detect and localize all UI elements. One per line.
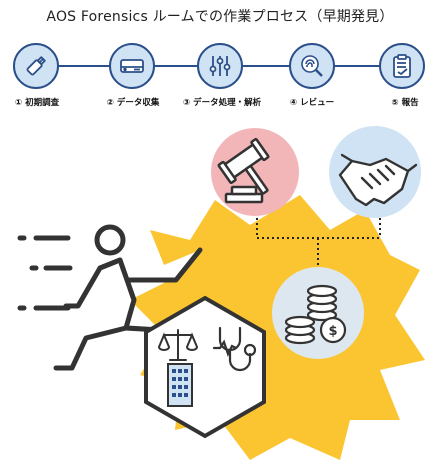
step-2-circle [109, 43, 155, 89]
svg-text:$: $ [328, 324, 337, 339]
step-5-label: ⑤ 報告 [391, 98, 419, 108]
step-3-circle [197, 43, 243, 89]
step-1-label: ① 初期調査 [14, 98, 60, 108]
step-4-circle [289, 43, 335, 89]
illustration-scene: $ [17, 126, 425, 460]
sliders-icon [209, 56, 231, 76]
coins-badge: $ [272, 267, 364, 359]
step-3-label: ③ データ処理・解析 [182, 98, 262, 108]
page-title: AOS Forensics ルームでの作業プロセス（早期発見） [46, 9, 394, 25]
clipboard-check-icon [393, 54, 411, 78]
handshake-icon [338, 153, 418, 207]
step-4-label: ④ レビュー [289, 98, 335, 108]
gavel-icon [217, 137, 270, 204]
gavel-badge [211, 128, 299, 216]
scales-icon [157, 329, 199, 361]
usb-drive-icon [26, 56, 46, 76]
hard-drive-icon [120, 59, 144, 73]
hexagon-panel [144, 295, 266, 439]
building-icon [167, 363, 193, 407]
fingerprint-magnifier-icon [301, 55, 323, 77]
coins-dollar-icon: $ [284, 284, 347, 345]
step-2-label: ② データ収集 [106, 98, 160, 108]
speed-lines [17, 235, 73, 311]
step-5-circle [379, 43, 425, 89]
stethoscope-icon [212, 326, 257, 372]
handshake-badge [329, 126, 421, 218]
step-1-circle [13, 43, 59, 89]
